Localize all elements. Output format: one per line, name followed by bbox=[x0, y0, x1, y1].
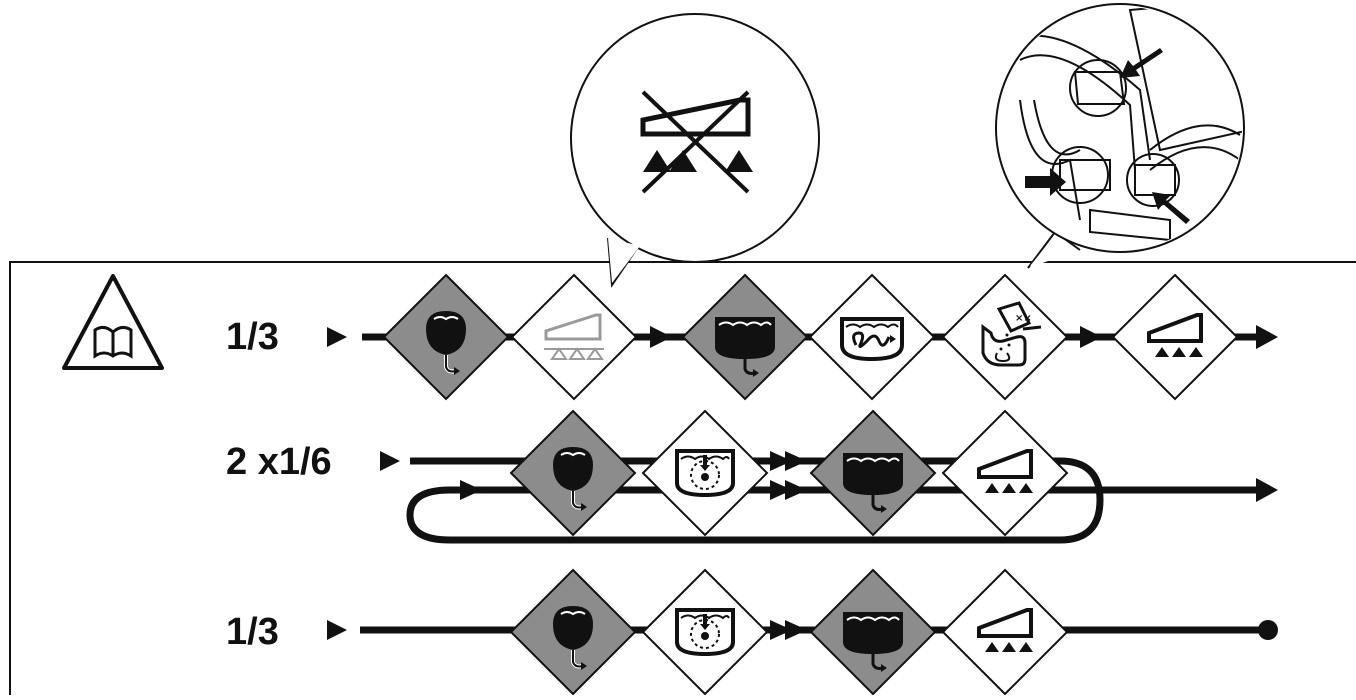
row-3 bbox=[327, 568, 1278, 696]
row-2-start-arrow bbox=[380, 451, 400, 471]
row-2-label: 2 x1/6 bbox=[226, 441, 332, 483]
step-drain-filter-3 bbox=[509, 568, 637, 696]
row-3-label: 1/3 bbox=[226, 611, 279, 653]
row-2 bbox=[380, 409, 1278, 544]
read-manual-icon bbox=[62, 274, 164, 370]
step-spray-boom bbox=[1111, 273, 1239, 401]
step-rinse bbox=[808, 273, 936, 401]
step-drain-filter-2 bbox=[509, 409, 637, 537]
step-spray-boom-2 bbox=[941, 409, 1069, 537]
callout-no-spraying-icon bbox=[570, 13, 820, 288]
step-spray-boom-3 bbox=[941, 568, 1069, 696]
step-tank-wash-3 bbox=[641, 568, 769, 696]
frame-border bbox=[9, 261, 1356, 695]
step-tank-wash-2 bbox=[641, 409, 769, 537]
row-3-end-dot bbox=[1258, 620, 1278, 640]
step-cleaning-agent bbox=[941, 273, 1069, 401]
step-drain-filter bbox=[382, 273, 510, 401]
row-1-label: 1/3 bbox=[226, 316, 279, 358]
step-drain-tank bbox=[681, 273, 809, 401]
row-1 bbox=[327, 273, 1278, 401]
callout-valves-illustration bbox=[995, 3, 1245, 269]
row-2-end-arrow bbox=[1256, 478, 1278, 502]
row-1-start-arrow bbox=[327, 327, 347, 347]
step-drain-tank-2 bbox=[809, 409, 937, 537]
row-3-start-arrow bbox=[327, 620, 347, 640]
step-drain-tank-3 bbox=[809, 568, 937, 696]
row-1-end-arrow bbox=[1256, 325, 1278, 349]
step-spray-boom-faded bbox=[510, 273, 638, 401]
